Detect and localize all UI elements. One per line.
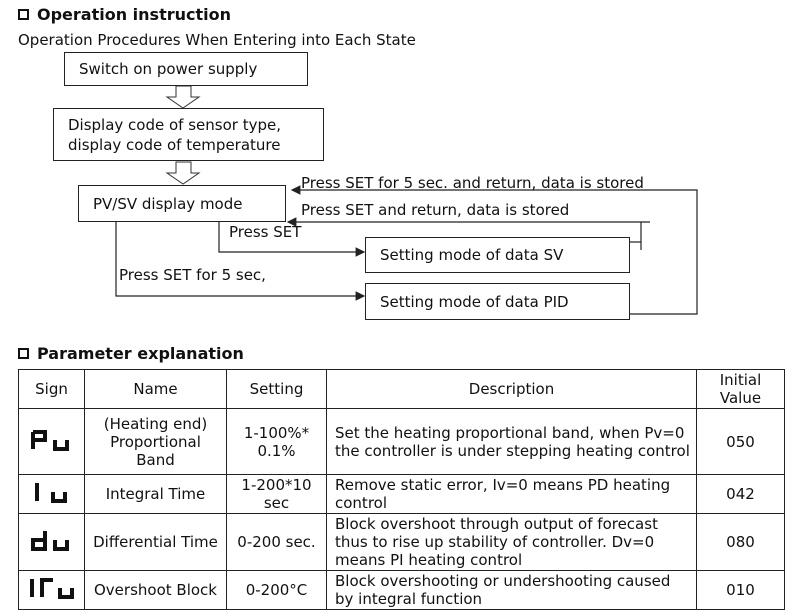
setting-cell: 0-200 sec.	[226, 513, 327, 571]
flow-box-pid: Setting mode of data PID	[365, 283, 630, 320]
parameter-table: Sign Name Setting Description Initial Va…	[18, 369, 785, 610]
hollow-arrow-1	[165, 85, 201, 109]
checkbox-square-icon	[18, 9, 29, 20]
section-operation-title: Operation instruction	[37, 5, 232, 24]
flow-connectors	[115, 85, 698, 315]
seven-segment-pu-icon	[30, 429, 74, 455]
checkbox-square-icon	[18, 348, 29, 359]
description-cell: Set the heating proportional band, when …	[326, 408, 697, 475]
table-row: Differential Time 0-200 sec. Block overs…	[18, 513, 785, 571]
sign-cell	[18, 570, 85, 610]
sign-cell	[18, 513, 85, 571]
label-return-stored: Press SET and return, data is stored	[301, 201, 570, 219]
label-press-set: Press SET	[229, 223, 302, 241]
initial-value-cell: 050	[696, 408, 785, 475]
initial-value-cell: 010	[696, 570, 785, 610]
sign-cell	[18, 408, 85, 475]
setting-cell: 1-100%* 0.1%	[226, 408, 327, 475]
name-cell: Differential Time	[84, 513, 227, 571]
seven-segment-iu-icon	[30, 481, 74, 507]
header-description: Description	[326, 369, 697, 409]
name-cell: Integral Time	[84, 474, 227, 514]
label-return-stored-5s: Press SET for 5 sec. and return, data is…	[301, 174, 644, 192]
header-sign: Sign	[18, 369, 85, 409]
setting-cell: 1-200*10 sec	[226, 474, 327, 514]
initial-value-cell: 042	[696, 474, 785, 514]
operation-subtitle: Operation Procedures When Entering into …	[18, 31, 416, 49]
seven-segment-du-icon	[30, 529, 74, 555]
flow-box-sv: Setting mode of data SV	[365, 237, 630, 273]
header-name: Name	[84, 369, 227, 409]
table-header-row: Sign Name Setting Description Initial Va…	[18, 369, 785, 409]
seven-segment-ilu-icon	[27, 577, 77, 603]
description-cell: Block overshooting or undershooting caus…	[326, 570, 697, 610]
name-cell: Overshoot Block	[84, 570, 227, 610]
name-cell: (Heating end) Proportional Band	[84, 408, 227, 475]
label-press-set-5s: Press SET for 5 sec,	[119, 266, 266, 284]
initial-value-cell: 080	[696, 513, 785, 571]
section-parameter-heading: Parameter explanation	[18, 344, 244, 363]
header-setting: Setting	[226, 369, 327, 409]
flow-box-display-code: Display code of sensor type, display cod…	[53, 108, 324, 161]
header-initial-value: Initial Value	[696, 369, 785, 409]
section-operation-heading: Operation instruction	[18, 5, 231, 24]
description-cell: Remove static error, Iv=0 means PD heati…	[326, 474, 697, 514]
hollow-arrow-2	[165, 161, 201, 185]
sign-cell	[18, 474, 85, 514]
table-row: Overshoot Block 0-200°C Block overshooti…	[18, 570, 785, 610]
flow-box-power: Switch on power supply	[64, 52, 308, 86]
flow-box-pvsv: PV/SV display mode	[78, 185, 286, 222]
arrow-to-pid	[115, 222, 366, 301]
section-parameter-title: Parameter explanation	[37, 344, 244, 363]
table-row: (Heating end) Proportional Band 1-100%* …	[18, 408, 785, 475]
return-line-pid	[290, 185, 698, 315]
table-row: Integral Time 1-200*10 sec Remove static…	[18, 474, 785, 514]
arrow-to-sv	[218, 222, 366, 257]
setting-cell: 0-200°C	[226, 570, 327, 610]
description-cell: Block overshoot through output of foreca…	[326, 513, 697, 571]
